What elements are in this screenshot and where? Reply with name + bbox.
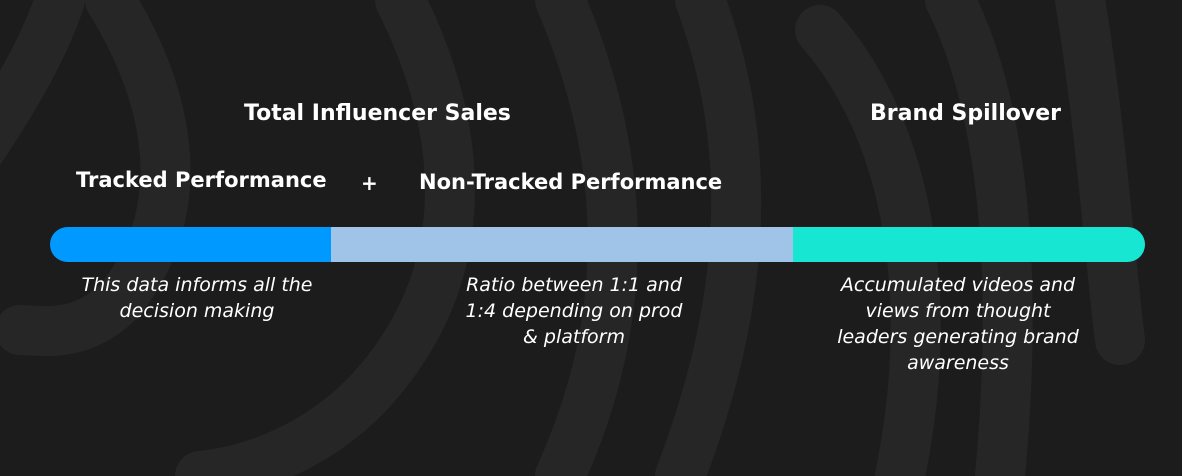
bar-segment-tracked [50,227,331,262]
plus-sign: + [361,171,378,195]
brand-spillover-heading: Brand Spillover [870,101,1061,126]
non-tracked-description: Ratio between 1:1 and 1:4 depending on p… [465,274,683,348]
non-tracked-performance-heading: Non-Tracked Performance [419,170,723,194]
tracked-performance-heading: Tracked Performance [76,168,327,192]
spillover-description: Accumulated videos and views from though… [837,274,1079,374]
bar-segment-non-tracked [331,227,793,262]
bar-segment-spillover [793,227,1145,262]
tracked-description: This data informs all the decision makin… [81,274,313,322]
total-influencer-sales-heading: Total Influencer Sales [244,101,511,126]
